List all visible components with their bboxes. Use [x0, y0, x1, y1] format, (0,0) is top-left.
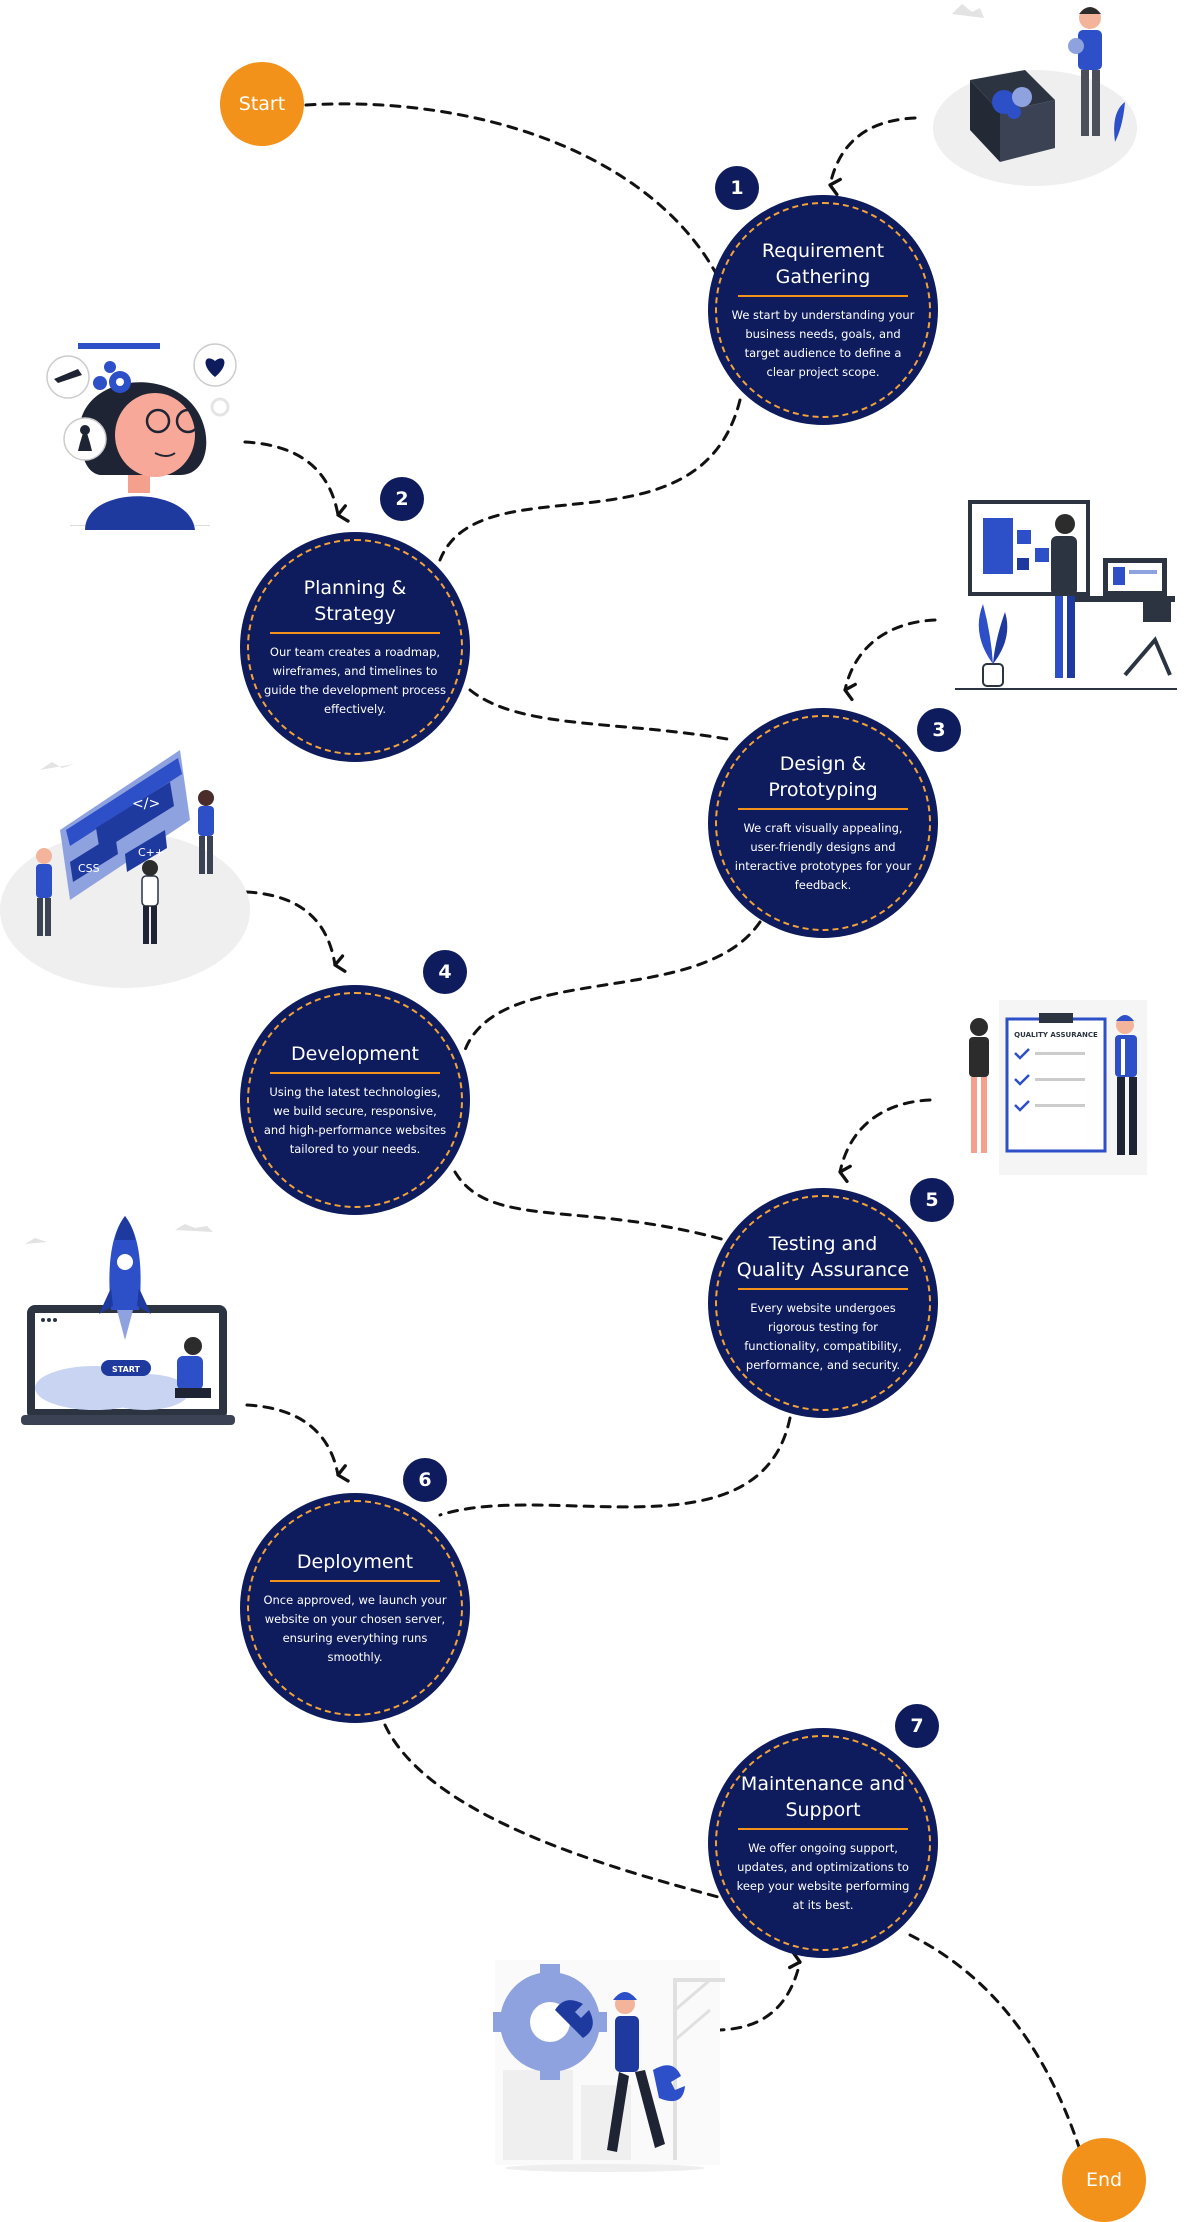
- connector-illustration-to-step-7: [713, 1950, 802, 2032]
- step-ring: [715, 715, 931, 931]
- thinking-woman-illustration: [46, 343, 237, 530]
- step-1-title: Requirement Gathering: [761, 240, 885, 288]
- step-3-number: 3: [932, 719, 946, 741]
- connector-illustration-to-step-6: [245, 1403, 350, 1483]
- step-ring: [247, 992, 463, 1208]
- connector-start-to-step-1: [304, 102, 720, 279]
- connector-illustration-to-step-5: [838, 1098, 932, 1184]
- cpp-tag-label: C++: [138, 846, 164, 859]
- step-4-badge: 4: [423, 950, 467, 994]
- step-2-badge: 2: [380, 477, 424, 521]
- launch-button-label: START: [112, 1365, 141, 1374]
- connector-step-6-to-step-7: [383, 1723, 720, 1899]
- step-ring: [715, 1195, 931, 1411]
- step-5-description: Every website undergoes rigorous testing…: [744, 1301, 902, 1372]
- step-6-title: Deployment: [296, 1551, 414, 1573]
- step-3-title: Design & Prototyping: [768, 753, 878, 801]
- step-5-number: 5: [925, 1189, 939, 1211]
- step-ring: [247, 539, 463, 755]
- step-3-description: We craft visually appealing, user-friend…: [734, 821, 912, 892]
- connector-step-3-to-step-4: [463, 920, 762, 1052]
- connector-step-4-to-step-5: [453, 1170, 727, 1242]
- connector-step-2-to-step-3: [468, 688, 735, 742]
- step-7-circle: Maintenance and Support We offer ongoing…: [708, 1728, 938, 1958]
- step-ring: [247, 1500, 463, 1716]
- step-5-badge: 5: [910, 1178, 954, 1222]
- step-6-circle: Deployment Once approved, we launch your…: [240, 1493, 470, 1723]
- step-3-badge: 3: [917, 708, 961, 752]
- step-6-description: Once approved, we launch your website on…: [263, 1593, 447, 1664]
- rocket-launch-illustration: START: [21, 1216, 235, 1425]
- step-1-badge: 1: [715, 166, 759, 210]
- step-5-title: Testing and Quality Assurance: [736, 1233, 910, 1281]
- step-4-title: Development: [291, 1043, 419, 1065]
- step-2-title: Planning & Strategy: [303, 577, 407, 625]
- end-node: End: [1062, 2138, 1146, 2222]
- start-label: Start: [238, 93, 286, 115]
- step-4-description: Using the latest technologies, we build …: [263, 1085, 447, 1156]
- title-divider: [270, 632, 440, 634]
- qa-board-label: QUALITY ASSURANCE: [1014, 1031, 1098, 1039]
- step-6-number: 6: [418, 1469, 432, 1491]
- step-1-circle: Requirement Gathering We start by unders…: [708, 195, 938, 425]
- box-unpacking-illustration: [933, 4, 1137, 186]
- designer-desk-illustration: [955, 500, 1177, 690]
- connector-illustration-to-step-4: [245, 890, 347, 973]
- step-3-circle: Design & Prototyping We craft visually a…: [708, 708, 938, 938]
- step-2-number: 2: [395, 488, 409, 510]
- step-5-circle: Testing and Quality Assurance Every webs…: [708, 1188, 938, 1418]
- step-1-number: 1: [730, 177, 744, 199]
- connector-illustration-to-step-3: [843, 618, 937, 702]
- title-divider: [738, 1288, 908, 1290]
- maintenance-worker-illustration: [493, 1960, 725, 2172]
- connector-step-1-to-step-2: [438, 398, 742, 562]
- coding-team-illustration: </> CSS C++: [0, 750, 250, 988]
- step-7-badge: 7: [895, 1704, 939, 1748]
- step-1-description: We start by understanding your business …: [731, 308, 915, 379]
- title-divider: [738, 1828, 908, 1830]
- connector-illustration-to-step-2: [243, 440, 350, 523]
- code-tag-label: </>: [132, 796, 160, 812]
- step-7-number: 7: [910, 1715, 924, 1737]
- step-6-badge: 6: [403, 1458, 447, 1502]
- connector-step-7-to-end: [908, 1933, 1082, 2152]
- connector-illustration-to-step-1: [828, 116, 917, 197]
- title-divider: [270, 1072, 440, 1074]
- quality-assurance-illustration: QUALITY ASSURANCE: [969, 1000, 1147, 1175]
- step-2-description: Our team creates a roadmap, wireframes, …: [263, 645, 447, 716]
- connector-step-5-to-step-6: [438, 1416, 792, 1517]
- end-label: End: [1085, 2169, 1123, 2191]
- step-4-number: 4: [438, 961, 452, 983]
- step-ring: [715, 1735, 931, 1951]
- step-4-circle: Development Using the latest technologie…: [240, 985, 470, 1215]
- step-ring: [715, 202, 931, 418]
- start-node: Start: [220, 62, 304, 146]
- title-divider: [270, 1580, 440, 1582]
- step-7-description: We offer ongoing support, updates, and o…: [736, 1841, 910, 1912]
- step-7-title: Maintenance and Support: [740, 1773, 906, 1821]
- css-tag-label: CSS: [78, 862, 100, 875]
- title-divider: [738, 295, 908, 297]
- step-2-circle: Planning & Strategy Our team creates a r…: [240, 532, 470, 762]
- title-divider: [738, 808, 908, 810]
